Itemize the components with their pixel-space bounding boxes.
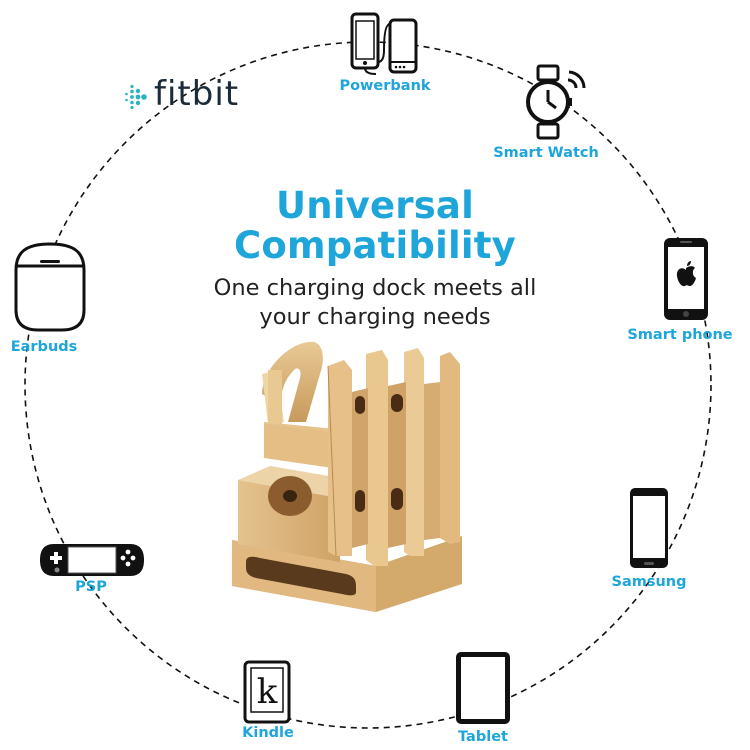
device-label-smart-watch: Smart Watch — [493, 145, 599, 161]
device-label-tablet: Tablet — [458, 729, 508, 745]
headline-line-2: Compatibility — [234, 224, 516, 267]
device-label-samsung: Samsung — [611, 574, 687, 590]
device-label-psp: PSP — [75, 579, 107, 595]
kindle-icon: k — [243, 660, 291, 724]
samsung-phone-icon — [630, 488, 668, 568]
device-label-smart-phone: Smart phone — [627, 327, 733, 343]
device-label-earbuds: Earbuds — [10, 339, 78, 355]
bamboo-charging-dock-image — [232, 341, 462, 612]
powerbank-icon — [350, 12, 418, 75]
psp-icon — [40, 544, 144, 576]
kindle-glyph: k — [257, 672, 278, 712]
subheadline-line-1: One charging dock meets all — [213, 275, 537, 301]
device-label-powerbank: Powerbank — [339, 78, 431, 94]
headline-line-1: Universal — [275, 184, 474, 227]
device-label-kindle: Kindle — [242, 725, 294, 741]
subheadline-line-2: your charging needs — [259, 304, 491, 330]
apple-phone-icon — [664, 238, 708, 320]
earbuds-case-icon — [14, 242, 86, 332]
smartwatch-icon — [526, 64, 586, 140]
fitbit-wordmark: fitbit — [154, 74, 240, 114]
tablet-icon — [456, 652, 510, 724]
fitbit-dots-icon — [125, 84, 147, 110]
